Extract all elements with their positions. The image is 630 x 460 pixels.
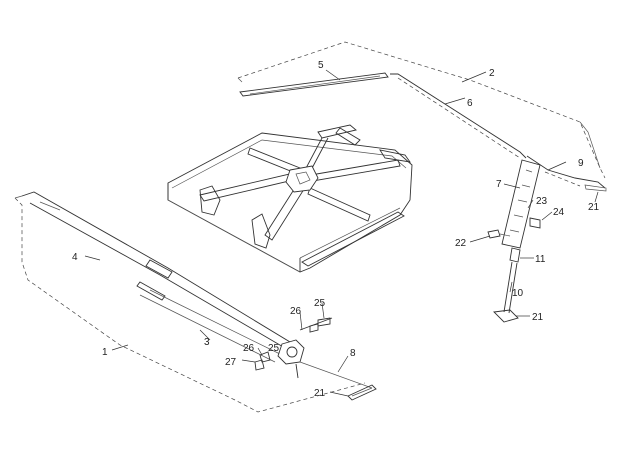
callout-11: 11 — [535, 254, 546, 265]
callout-5: 5 — [318, 60, 324, 71]
deck-assembly — [167, 124, 413, 273]
callout-25-lower: 25 — [268, 343, 280, 354]
callout-21-lower: 21 — [314, 388, 326, 399]
lower-hub-assembly — [254, 317, 333, 379]
callout-7: 7 — [496, 179, 502, 190]
part-9-bracket — [526, 155, 607, 192]
part-8-shaft — [299, 361, 377, 401]
part-3-lower-bar — [139, 289, 283, 363]
callout-2: 2 — [489, 68, 495, 79]
callout-23: 23 — [536, 196, 548, 207]
callout-21-right: 21 — [532, 312, 544, 323]
callout-26-lower: 26 — [243, 343, 255, 354]
part-2-top-panel — [237, 41, 606, 179]
part-1-lower-panel — [14, 195, 366, 413]
callout-3: 3 — [204, 337, 210, 348]
part-10-rod — [493, 247, 521, 323]
callout-10: 10 — [512, 288, 524, 299]
callout-9: 9 — [578, 158, 584, 169]
callout-1: 1 — [102, 347, 108, 358]
part-5-rod — [239, 72, 389, 97]
callout-26-upper: 26 — [290, 306, 302, 317]
leader-lines — [84, 69, 599, 397]
callout-24: 24 — [553, 207, 565, 218]
callout-22: 22 — [455, 238, 467, 249]
callout-6: 6 — [467, 98, 473, 109]
callout-25-upper: 25 — [314, 298, 326, 309]
callout-21-upper: 21 — [588, 202, 600, 213]
part-6-support-bar — [390, 73, 527, 159]
callout-4: 4 — [72, 252, 78, 263]
callout-labels: 5 2 6 9 7 23 24 21 22 11 10 21 4 3 1 26 … — [72, 60, 600, 399]
part-4-frame-bar — [21, 191, 297, 351]
callout-8: 8 — [350, 348, 356, 359]
part-7-cylinder — [487, 159, 541, 249]
callout-27: 27 — [225, 357, 237, 368]
